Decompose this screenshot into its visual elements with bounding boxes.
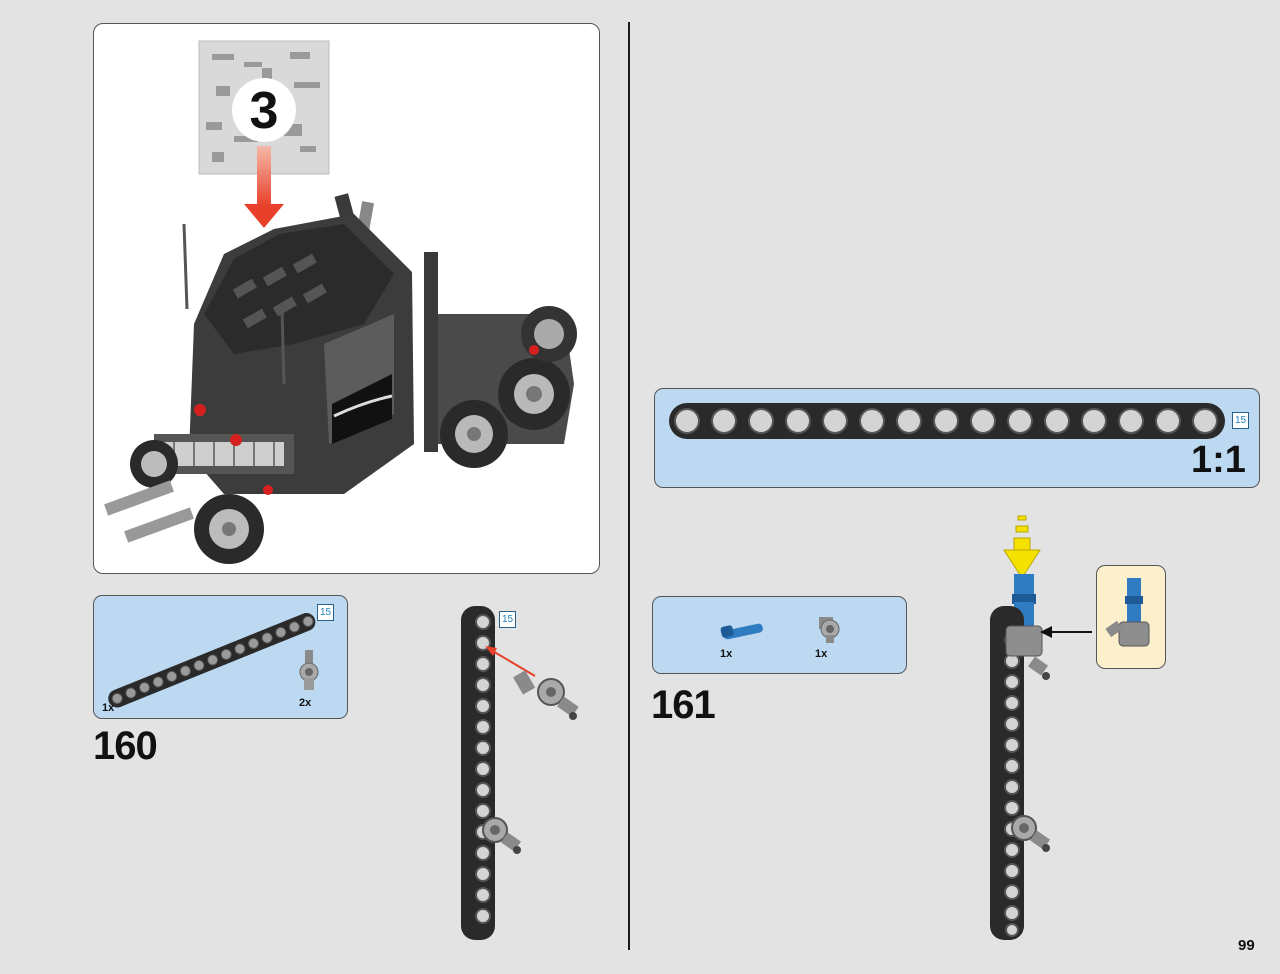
- connector-icon: [482, 817, 521, 854]
- part-qty: 1x: [102, 702, 115, 714]
- step160-assembly: [461, 606, 579, 940]
- beam-holes: [1004, 632, 1020, 937]
- connector-icon: [299, 650, 319, 690]
- connector-icon: [513, 670, 579, 720]
- step-number: 161: [651, 683, 716, 727]
- beam-15-icon: [108, 613, 316, 708]
- blue-axle-pin-icon: [720, 623, 763, 640]
- step161-assembly: [990, 515, 1092, 940]
- step161-parts-box: 1x 1x: [652, 596, 907, 674]
- beam-length-label: 15: [317, 604, 334, 621]
- connector-icon: [1005, 625, 1050, 680]
- truck-model: [104, 193, 577, 564]
- page-divider: [628, 22, 630, 950]
- step-number: 160: [93, 724, 158, 768]
- ruler-box: 15 1:1: [654, 388, 1260, 488]
- down-arrow-icon: [244, 146, 284, 228]
- overview-frame: 3: [93, 23, 600, 574]
- connector-icon: [1011, 815, 1050, 852]
- axle-connector-detail-icon: [1105, 578, 1150, 647]
- part-qty: 1x: [720, 648, 733, 660]
- beam-ruler: [669, 403, 1225, 439]
- beam-length-label: 15: [1232, 412, 1249, 429]
- page-number: 99: [1238, 937, 1255, 954]
- step160-parts-box: 15 1x 2x: [93, 595, 348, 719]
- part-qty: 2x: [299, 697, 312, 709]
- bag-number: 3: [250, 82, 279, 140]
- beam-length-label: 15: [499, 611, 516, 628]
- scale-label: 1:1: [1191, 439, 1246, 481]
- insert-arrow-icon: [485, 646, 536, 677]
- connector-icon: [819, 617, 840, 643]
- pointer-arrow-icon: [1040, 626, 1092, 638]
- part-qty: 1x: [815, 648, 828, 660]
- truck-illustration: 3: [104, 40, 577, 564]
- detail-callout: [1096, 565, 1166, 669]
- down-arrow-icon: [1003, 515, 1041, 579]
- beam-holes: [475, 614, 491, 924]
